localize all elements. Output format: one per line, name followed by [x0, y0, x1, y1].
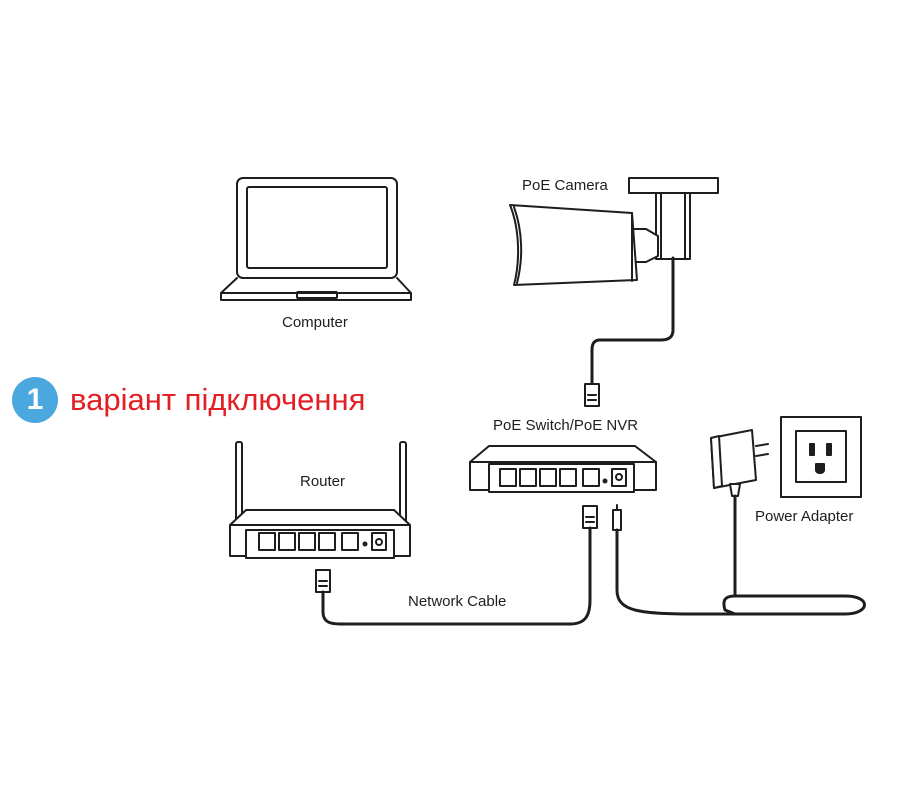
switch-rj45-plug-icon — [582, 505, 598, 529]
camera-rj45-plug-icon — [584, 383, 600, 407]
router-icon — [229, 441, 411, 559]
network-cable — [321, 526, 592, 626]
poe-switch-icon — [469, 445, 657, 493]
router-label: Router — [300, 473, 346, 490]
computer-label: Computer — [282, 314, 348, 331]
laptop-icon — [220, 177, 412, 301]
camera-label: PoE Camera — [522, 177, 608, 194]
camera-icon — [509, 177, 719, 286]
switch-label: PoE Switch/PoE NVR — [493, 417, 639, 434]
adapter-label: Power Adapter — [755, 508, 854, 525]
variant-number: 1 — [26, 383, 44, 416]
variant-number-badge: 1 — [12, 377, 58, 423]
dc-plug-icon — [612, 504, 622, 531]
variant-title: варіант підключення — [70, 382, 366, 417]
camera-cable — [590, 256, 675, 386]
cable-label: Network Cable — [408, 593, 507, 610]
wall-outlet-icon — [780, 416, 862, 498]
adapter-cable — [615, 494, 866, 616]
router-rj45-plug-icon — [315, 569, 331, 593]
power-adapter-icon — [710, 429, 769, 497]
